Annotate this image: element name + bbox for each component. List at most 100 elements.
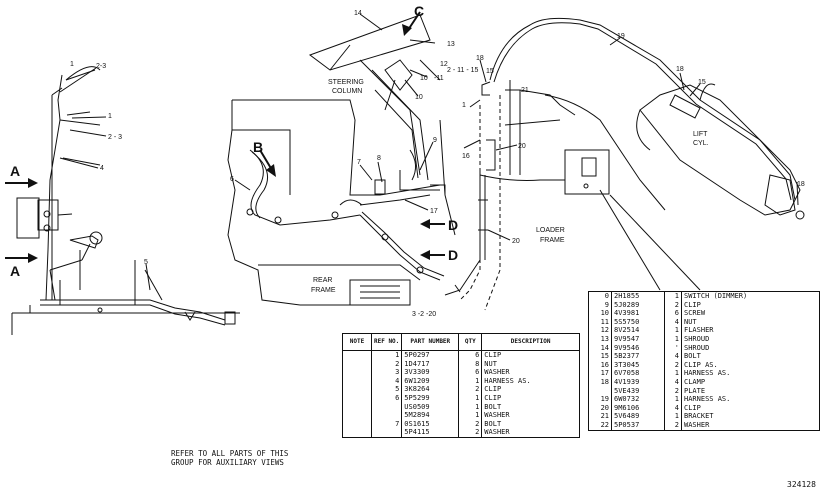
callout-18b: 18 xyxy=(676,66,684,73)
cell-ref: 14 xyxy=(588,343,612,353)
header-qty: QTY xyxy=(458,333,483,351)
cell-desc: BOLT xyxy=(681,352,820,361)
cell-desc: FLASHER xyxy=(681,326,820,335)
callout-11: -11 xyxy=(434,75,444,82)
cell-ref: 6 xyxy=(371,393,403,403)
view-marker-a-top: A xyxy=(10,163,20,179)
cell-ref: 4 xyxy=(371,376,403,386)
rear-frame-label-2: FRAME xyxy=(311,287,336,294)
cell-part: 9M6106 xyxy=(611,403,665,413)
callout-4: 4 xyxy=(100,165,104,172)
cell-note xyxy=(342,376,372,386)
cell-ref: 20 xyxy=(588,403,612,413)
left-panel-view xyxy=(11,66,240,335)
cell-qty: 2 xyxy=(458,385,483,394)
cell-qty: 1 xyxy=(458,376,483,386)
cell-ref: 5 xyxy=(371,385,403,394)
rear-frame-label-1: REAR xyxy=(313,277,332,284)
view-arrow-d-top xyxy=(420,219,430,229)
cell-ref xyxy=(371,428,403,438)
leader-lines xyxy=(59,13,799,291)
view-marker-b: B xyxy=(253,139,263,155)
callout-6: 6 xyxy=(230,176,234,183)
cell-desc: CLIP xyxy=(481,350,580,360)
cell-ref: 17 xyxy=(588,369,612,378)
steering-label-2: COLUMN xyxy=(332,88,362,95)
parts-table-header-row: NOTE REF NO. PART NUMBER QTY DESCRIPTION xyxy=(342,333,580,351)
cell-desc: HARNESS AS. xyxy=(681,395,820,404)
callout-1: 1 xyxy=(70,61,74,68)
cell-qty: 1 xyxy=(664,326,682,335)
cell-desc: CLIP xyxy=(481,385,580,394)
callout-2-11-15: 2 - 11 - 15 xyxy=(447,67,478,74)
callout-16: 16 xyxy=(462,153,470,160)
callout-10b: 10 xyxy=(420,75,428,82)
cell-part: 6W1209 xyxy=(401,376,460,386)
cell-desc: BOLT xyxy=(481,419,580,429)
callout-15b: 15 xyxy=(698,79,706,86)
callout-1c: 1 xyxy=(462,102,466,109)
cell-part: 8V2514 xyxy=(611,326,665,335)
cell-ref: 16 xyxy=(588,360,612,370)
cell-qty: 2 xyxy=(664,360,682,370)
cell-qty: 1 xyxy=(458,402,483,412)
cell-qty: 4 xyxy=(664,352,682,361)
cell-qty: 6 xyxy=(458,368,483,377)
cell-part: 3T3045 xyxy=(611,360,665,370)
view-arrow-a-top xyxy=(28,178,38,188)
cell-part: 5P5299 xyxy=(401,393,460,403)
cell-note xyxy=(342,419,372,429)
cell-part: 6V7058 xyxy=(611,369,665,378)
cell-ref xyxy=(371,411,403,420)
cell-part: 4V1939 xyxy=(611,377,665,387)
callout-14: 14 xyxy=(354,10,362,17)
cell-ref: 12 xyxy=(588,326,612,335)
cell-ref: 2 xyxy=(371,359,403,369)
cell-part: 5VE439 xyxy=(611,386,665,396)
cell-part: 4V3981 xyxy=(611,309,665,318)
header-note: NOTE xyxy=(342,333,372,351)
callout-18: 18 xyxy=(476,55,484,62)
lift-cyl-label-2: CYL. xyxy=(693,140,709,147)
cell-part: 5P4115 xyxy=(401,428,460,438)
callout-19: 19 xyxy=(617,33,625,40)
view-marker-d-top: D xyxy=(448,217,458,233)
cell-qty: 6 xyxy=(458,350,483,360)
cell-part: 6W0732 xyxy=(611,395,665,404)
cell-ref: 10 xyxy=(588,309,612,318)
cell-desc: WASHER xyxy=(481,411,580,420)
header-ref-no: REF NO. xyxy=(371,333,403,351)
cell-part: 5V6489 xyxy=(611,412,665,421)
cell-note xyxy=(342,359,372,369)
cell-part: 5M2894 xyxy=(401,411,460,420)
callout-20b: 20 xyxy=(518,143,526,150)
view-marker-c: C xyxy=(414,3,424,19)
cell-part: 5P0537 xyxy=(611,420,665,430)
view-arrow-d-bottom xyxy=(420,250,430,260)
cell-ref xyxy=(371,402,403,412)
cell-desc: CLIP xyxy=(481,393,580,403)
cell-ref: 22 xyxy=(588,420,612,430)
view-marker-d-bottom: D xyxy=(448,247,458,263)
callout-21: 21 xyxy=(521,87,529,94)
callout-9: 9 xyxy=(433,137,437,144)
cell-qty: 1 xyxy=(664,395,682,404)
cell-part: 2H1855 xyxy=(611,291,665,301)
view-arrows xyxy=(5,11,445,263)
